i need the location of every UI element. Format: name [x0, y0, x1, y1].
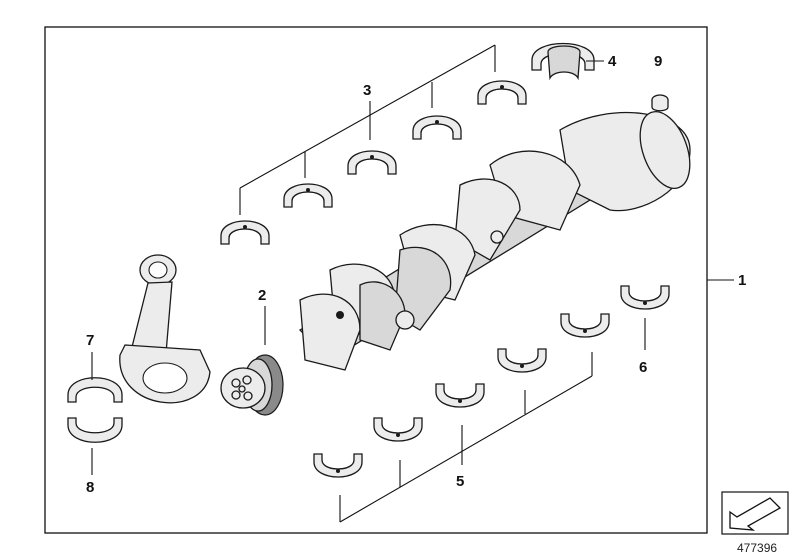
rod-bearing-lower — [67, 417, 123, 443]
callout-7: 7 — [86, 332, 94, 380]
svg-text:8: 8 — [86, 479, 94, 496]
svg-text:9: 9 — [654, 53, 662, 70]
callout-6: 6 — [639, 318, 647, 376]
callout-9: 9 — [654, 53, 662, 70]
svg-text:1: 1 — [738, 272, 746, 289]
thrust-bearing — [531, 42, 595, 81]
callout-8: 8 — [86, 448, 94, 496]
dowel-pin — [651, 94, 669, 112]
svg-text:3: 3 — [363, 82, 371, 99]
callout-3: 3 — [239, 44, 496, 215]
callout-5: 5 — [339, 352, 593, 523]
connecting-rod — [119, 254, 211, 404]
rod-bearing-upper — [67, 377, 123, 403]
svg-text:6: 6 — [639, 359, 647, 376]
crankshaft — [220, 111, 691, 416]
bearing-shell-6 — [620, 285, 670, 310]
callout-1: 1 — [707, 272, 746, 289]
svg-text:2: 2 — [258, 287, 266, 304]
document-id: 477396 — [737, 541, 777, 555]
svg-text:5: 5 — [456, 473, 464, 490]
svg-text:7: 7 — [86, 332, 94, 349]
callout-2: 2 — [258, 287, 266, 345]
callout-4: 4 — [586, 53, 617, 70]
svg-text:4: 4 — [608, 53, 617, 70]
arrow-icon[interactable] — [721, 491, 789, 535]
